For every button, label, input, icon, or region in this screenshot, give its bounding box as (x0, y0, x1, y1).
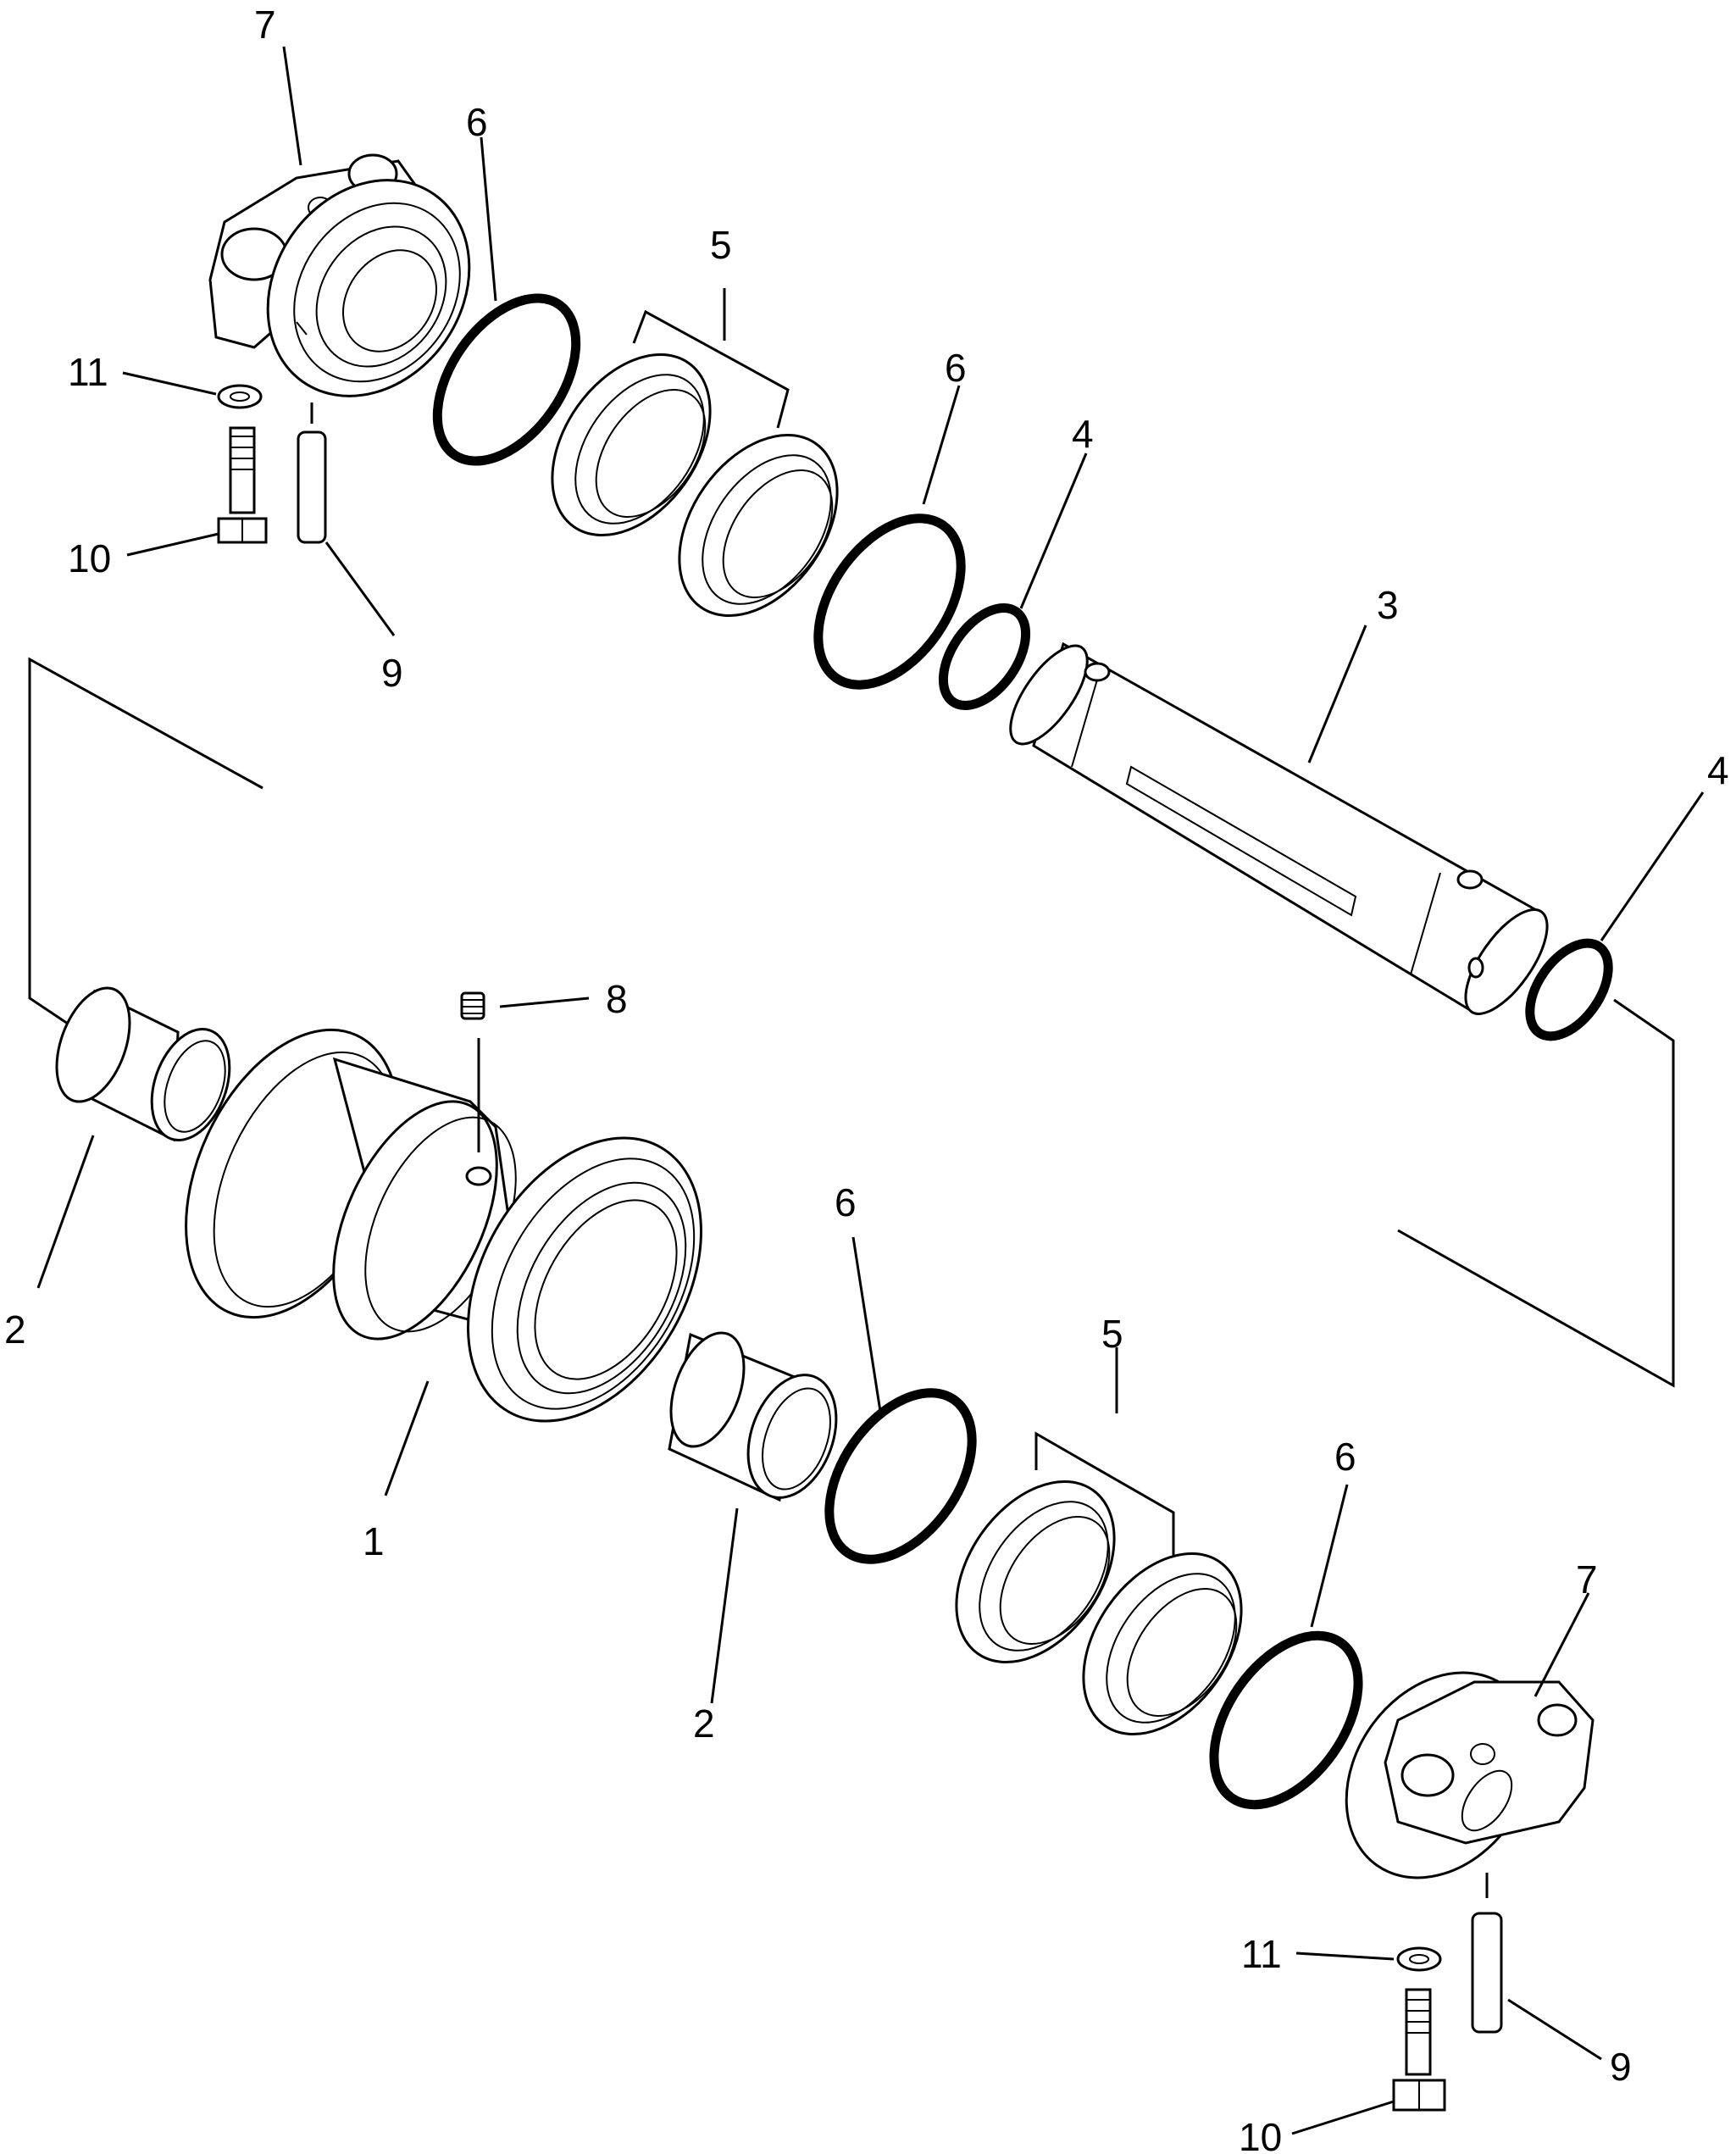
seal-set-bracket-top (632, 309, 790, 429)
washer-top (217, 384, 263, 409)
end-collar-bottom (1345, 1671, 1595, 1879)
o-ring-6c (824, 1388, 977, 1564)
shaft (1009, 641, 1549, 1015)
seal-set-bracket-bottom (1034, 1431, 1175, 1557)
callout-6-b: 6 (945, 346, 967, 390)
bolt-bottom (1392, 1988, 1446, 2112)
pin-bottom (1471, 1873, 1503, 2034)
callout-10-bottom: 10 (1239, 2115, 1282, 2154)
callout-4-b: 4 (1707, 748, 1729, 792)
floating-seal-bottom-b (1082, 1552, 1243, 1736)
floating-seal-top-a (551, 353, 712, 537)
end-collar-top (208, 153, 471, 397)
callout-6-d: 6 (1334, 1435, 1356, 1479)
callout-8: 8 (606, 977, 628, 1021)
pin-top (297, 402, 327, 544)
bolt-top (217, 426, 268, 544)
callout-11-top: 11 (68, 350, 108, 394)
washer-bottom (1396, 1946, 1442, 1972)
assembly-bracket-left (28, 657, 263, 1025)
callout-7-top: 7 (254, 3, 276, 47)
callout-10-top: 10 (68, 536, 111, 580)
callout-5-top: 5 (710, 223, 732, 267)
o-ring-6d (1209, 1630, 1363, 1810)
floating-seal-bottom-a (955, 1479, 1116, 1664)
bushing-bottom (668, 1331, 838, 1502)
callout-7-bottom: 7 (1576, 1557, 1598, 1602)
o-ring-6a (432, 293, 581, 466)
callout-11-bottom: 11 (1241, 1932, 1282, 1976)
o-ring-4b (1525, 938, 1613, 1041)
callout-4-a: 4 (1072, 412, 1094, 456)
callout-2-bottom: 2 (693, 1702, 715, 1746)
callout-6-c: 6 (835, 1180, 857, 1224)
leader-lines (36, 46, 1705, 2135)
callout-5-bottom: 5 (1101, 1312, 1123, 1356)
bushing-left (55, 986, 231, 1142)
o-ring-4a (938, 602, 1031, 711)
o-ring-6b (813, 514, 966, 690)
roller (185, 1028, 702, 1423)
callout-3: 3 (1377, 583, 1399, 627)
callout-9-bottom: 9 (1610, 2045, 1632, 2089)
callout-1: 1 (363, 1519, 385, 1563)
callout-2-left: 2 (4, 1307, 26, 1352)
callout-9-top: 9 (381, 651, 403, 695)
assembly-bracket-right (1397, 998, 1675, 1388)
floating-seal-top-b (678, 433, 839, 618)
callout-6-a: 6 (466, 100, 488, 144)
plug (460, 991, 485, 1152)
